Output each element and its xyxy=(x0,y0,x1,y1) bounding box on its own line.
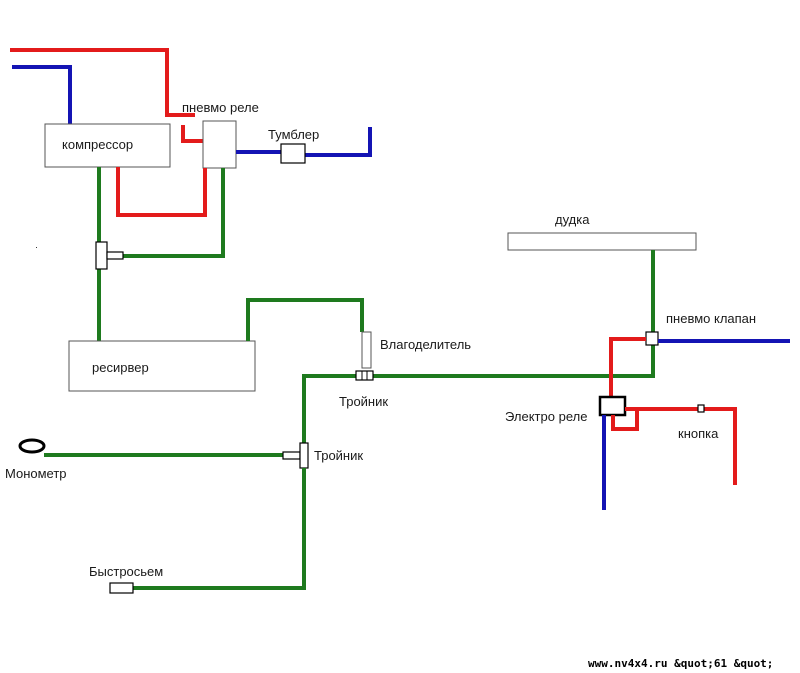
compressor-label: компрессор xyxy=(62,137,133,152)
tee-compressor-branch xyxy=(106,251,124,260)
positive-wire-button-supply xyxy=(704,407,737,485)
quick-release-body xyxy=(109,582,134,594)
tee-upper-body xyxy=(355,370,374,381)
negative-wire-supply xyxy=(12,65,72,124)
pneumo-valve-label: пневмо клапан xyxy=(666,311,756,326)
air-line-quick-release xyxy=(133,468,306,590)
tee-lower-body xyxy=(299,442,309,469)
tee-compressor-body xyxy=(95,241,108,270)
horn-label: дудка xyxy=(555,212,590,227)
tee-upper-label: Тройник xyxy=(339,394,388,409)
air-line-receiver-dehumidifier xyxy=(246,298,364,341)
electro-relay-label: Электро реле xyxy=(505,409,587,424)
pneumo-relay-box xyxy=(202,120,237,169)
positive-wire-supply xyxy=(10,48,195,117)
positive-wire-relay-loop xyxy=(611,409,639,431)
manometer-label: Монометр xyxy=(5,466,67,481)
button-box xyxy=(697,404,705,413)
receiver-box xyxy=(68,340,256,392)
positive-wire-compressor-relay xyxy=(116,167,207,217)
electro-relay-box xyxy=(598,395,627,417)
toggle-label: Тумблер xyxy=(268,127,319,142)
air-line-tee-to-valve xyxy=(373,345,655,378)
dehumidifier-body xyxy=(361,331,372,369)
watermark-text: www.nv4x4.ru &quot;61 &quot; xyxy=(588,657,773,670)
compressor-box xyxy=(44,123,171,168)
horn-box xyxy=(507,232,697,251)
tee-lower-label: Тройник xyxy=(314,448,363,463)
positive-wire-relay-top xyxy=(181,125,204,143)
manometer-icon xyxy=(18,438,46,454)
pneumo-valve-box xyxy=(645,331,659,346)
air-line-tee-relay xyxy=(123,168,225,258)
quick-release-label: Быстросьем xyxy=(89,564,163,579)
button-label: кнопка xyxy=(678,426,719,441)
positive-wire-valve-relay xyxy=(609,337,646,397)
receiver-label: ресирвер xyxy=(92,360,149,375)
tee-lower-branch xyxy=(282,451,301,460)
air-line-tee-down xyxy=(302,374,356,443)
negative-wire-toggle-right xyxy=(305,127,372,157)
pneumo-relay-label: пневмо реле xyxy=(182,100,259,115)
toggle-switch-box xyxy=(280,143,306,164)
dehumidifier-label: Влагоделитель xyxy=(380,337,471,352)
stray-dot xyxy=(36,247,37,248)
